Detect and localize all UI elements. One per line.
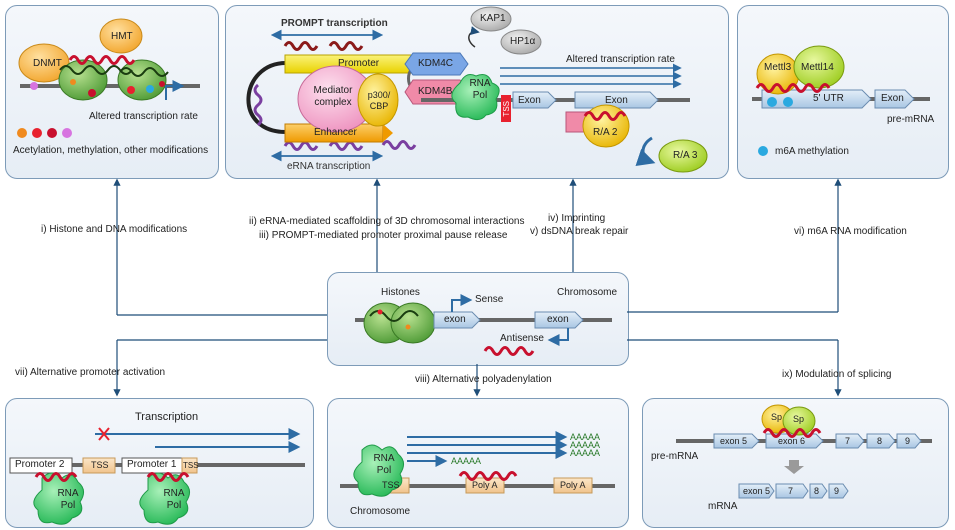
exon8-label: 8 <box>877 436 883 446</box>
p300-cbp-label: p300/ CBP <box>367 90 391 111</box>
aaaaa-label-1: AAAAA <box>570 432 601 442</box>
exon-label-3: Exon <box>881 93 904 104</box>
sp-label-1: Sp <box>771 412 783 422</box>
mrna-exon5-label: exon 5 <box>743 486 771 496</box>
rna-pol-center-label: RNA Pol <box>469 78 491 101</box>
exon-label-center-1: exon <box>444 314 466 325</box>
prompt-transcription-label: PROMPT transcription <box>281 18 388 29</box>
dnmt-label: DNMT <box>33 58 62 69</box>
exon-label-1: Exon <box>518 95 541 106</box>
histones-label: Histones <box>381 287 420 298</box>
modifications-legend: Acetylation, methylation, other modifica… <box>13 145 209 156</box>
erna-transcription-label: eRNA transcription <box>287 161 371 172</box>
mechanism-vi: vi) m6A RNA modification <box>794 226 907 237</box>
panel-1-graphics <box>17 18 200 138</box>
poly-a-label-2: Poly A <box>560 480 586 490</box>
transcription-label: Transcription <box>135 411 199 423</box>
kdm4b-label: KDM4B <box>418 86 453 97</box>
promoter1-label: Promoter 1 <box>127 459 177 470</box>
mrna-exon9-label: 9 <box>834 486 840 496</box>
utr5-label: 5' UTR <box>813 93 844 104</box>
exon9-label: 9 <box>905 436 911 446</box>
altered-rate-center-label: Altered transcription rate <box>566 54 675 65</box>
connector-lines <box>113 178 842 397</box>
enhancer-label: Enhancer <box>314 127 357 138</box>
mettl3-label: Mettl3 <box>764 62 792 73</box>
panel-3-graphics <box>752 45 930 156</box>
tss-vertical-label: TSS <box>502 101 511 117</box>
exon-label-center-2: exon <box>547 314 569 325</box>
kap1-label: KAP1 <box>480 13 506 24</box>
panel-8-graphics <box>340 431 615 497</box>
poly-a-label-1: Poly A <box>472 480 498 490</box>
polyadenylation-panel <box>327 398 629 528</box>
exon6-label: exon 6 <box>778 436 806 446</box>
aaaaa-label-3: AAAAA <box>570 448 601 458</box>
aaaaa-label-2: AAAAA <box>570 440 601 450</box>
mediator-complex-label: Mediator complex <box>313 85 353 108</box>
aaaaa-label-4: AAAAA <box>451 456 482 466</box>
promoter-label: Promoter <box>338 58 380 69</box>
sp-label-2: Sp <box>793 414 805 424</box>
exon7-label: 7 <box>845 436 851 446</box>
hp1a-label: HP1α <box>510 36 536 47</box>
mechanism-ix: ix) Modulation of splicing <box>782 369 892 380</box>
mechanism-ii: ii) eRNA-mediated scaffolding of 3D chro… <box>249 216 525 227</box>
mechanism-iv: iv) Imprinting <box>548 213 606 224</box>
chromosome-label-bottom: Chromosome <box>350 506 411 517</box>
mechanism-v: v) dsDNA break repair <box>530 226 629 237</box>
mechanism-i: i) Histone and DNA modifications <box>41 224 188 235</box>
tss-label-3: TSS <box>382 480 400 490</box>
rna-pol-label-1: RNA Pol <box>57 488 79 511</box>
hmt-label: HMT <box>111 31 133 42</box>
mrna-exon8-label: 8 <box>814 486 820 496</box>
rna-pol-label-2: RNA Pol <box>163 488 185 511</box>
mechanism-iii: iii) PROMPT-mediated promoter proximal p… <box>259 230 508 241</box>
exon5-label: exon 5 <box>720 436 748 446</box>
promoter2-label: Promoter 2 <box>15 459 65 470</box>
tss-label-1: TSS <box>91 460 109 470</box>
exon-label-2: Exon <box>605 95 628 106</box>
mrna-label: mRNA <box>708 501 738 512</box>
mrna-exon7-label: 7 <box>788 486 794 496</box>
antisense-label: Antisense <box>500 333 544 344</box>
panel-9-graphics <box>676 404 932 499</box>
mettl14-label: Mettl14 <box>801 62 834 73</box>
chromosome-label-center: Chromosome <box>557 287 618 298</box>
mechanism-viii: viii) Alternative polyadenylation <box>415 374 552 385</box>
rna-pol-label-3: RNA Pol <box>373 453 395 476</box>
altered-rate-left-label: Altered transcription rate <box>89 111 198 122</box>
mechanism-vii: vii) Alternative promoter activation <box>15 367 166 378</box>
panel-7-graphics <box>9 427 305 525</box>
panel-2-graphics <box>246 6 708 173</box>
tss-label-2: TSS <box>183 461 199 470</box>
kdm4c-label: KDM4C <box>418 58 454 69</box>
sense-label: Sense <box>475 294 504 305</box>
center-graphics <box>355 294 612 356</box>
ra2-label: R/A 2 <box>593 127 618 138</box>
pre-mrna-label-top: pre-mRNA <box>887 114 935 125</box>
m6a-legend: m6A methylation <box>775 146 849 157</box>
ra3-label: R/A 3 <box>673 150 698 161</box>
pre-mrna-label-bottom: pre-mRNA <box>651 451 699 462</box>
